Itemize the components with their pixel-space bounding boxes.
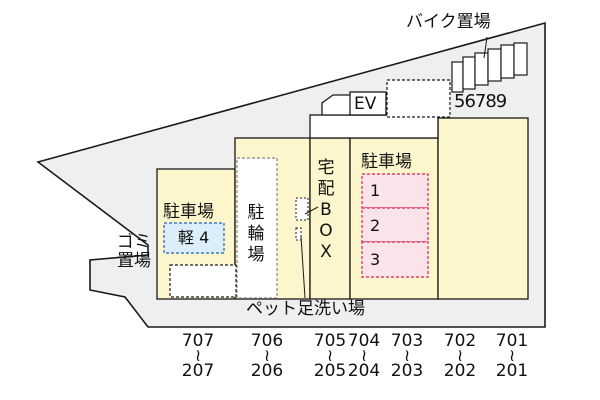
garbage-label: ゴミ 置場 (117, 232, 151, 271)
ev-box (349, 91, 387, 116)
ev-dashed-area (386, 79, 451, 118)
parking-spot-3-label: 3 (370, 250, 381, 269)
delivery-box-label: 宅 配 B O X (317, 158, 335, 262)
room-top: 707 (181, 331, 215, 351)
room-705-205: 705 ≀ 205 (296, 331, 364, 381)
room-sep: ≀ (194, 346, 202, 366)
room-706-206: 706 ≀ 206 (233, 331, 301, 381)
parking-spot-2-label: 2 (370, 216, 381, 235)
parking-right-label: 駐車場 (361, 152, 412, 172)
parking-spot-3 (361, 241, 429, 278)
bike-parking-label: バイク置場 (406, 12, 491, 32)
bike-numbers-label: 56789 (454, 91, 507, 112)
room-701-201: 701 ≀ 201 (478, 331, 546, 381)
building-block-right (437, 117, 529, 300)
room-sep: ≀ (403, 346, 411, 366)
pet-wash-marker (295, 227, 302, 241)
room-top: 705 (313, 331, 347, 351)
bike-rack-10 (513, 42, 528, 76)
room-bottom: 205 (313, 361, 347, 381)
delivery-box-marker (295, 197, 309, 221)
ev-label: EV (354, 94, 377, 114)
kei-parking-spot (163, 222, 225, 254)
room-704-204: 704 ≀ 204 (330, 331, 398, 381)
garbage-area (169, 264, 237, 298)
bicycle-parking-area (236, 157, 278, 299)
room-703-203: 703 ≀ 203 (373, 331, 441, 381)
room-bottom: 207 (181, 361, 215, 381)
room-sep: ≀ (326, 346, 334, 366)
room-bottom: 203 (390, 361, 424, 381)
room-bottom: 204 (347, 361, 381, 381)
room-sep: ≀ (263, 346, 271, 366)
parking-spot-1-label: 1 (370, 181, 381, 200)
room-bottom: 202 (443, 361, 477, 381)
room-sep: ≀ (508, 346, 516, 366)
room-sep: ≀ (360, 346, 368, 366)
room-bottom: 201 (495, 361, 529, 381)
room-top: 701 (495, 331, 529, 351)
kei-spot-label: 軽 4 (178, 228, 210, 247)
parking-left-label: 駐車場 (163, 202, 214, 222)
room-bottom: 206 (250, 361, 284, 381)
room-sep: ≀ (456, 346, 464, 366)
bicycle-parking-label: 駐 輪 場 (247, 203, 265, 265)
parking-spot-1 (361, 173, 429, 209)
room-707-207: 707 ≀ 207 (164, 331, 232, 381)
room-top: 702 (443, 331, 477, 351)
building-block-box (309, 137, 351, 300)
parking-spot-2 (361, 207, 429, 243)
room-702-202: 702 ≀ 202 (426, 331, 494, 381)
pet-wash-label: ペット足洗い場 (246, 299, 365, 319)
room-top: 704 (347, 331, 381, 351)
room-top: 706 (250, 331, 284, 351)
room-top: 703 (390, 331, 424, 351)
